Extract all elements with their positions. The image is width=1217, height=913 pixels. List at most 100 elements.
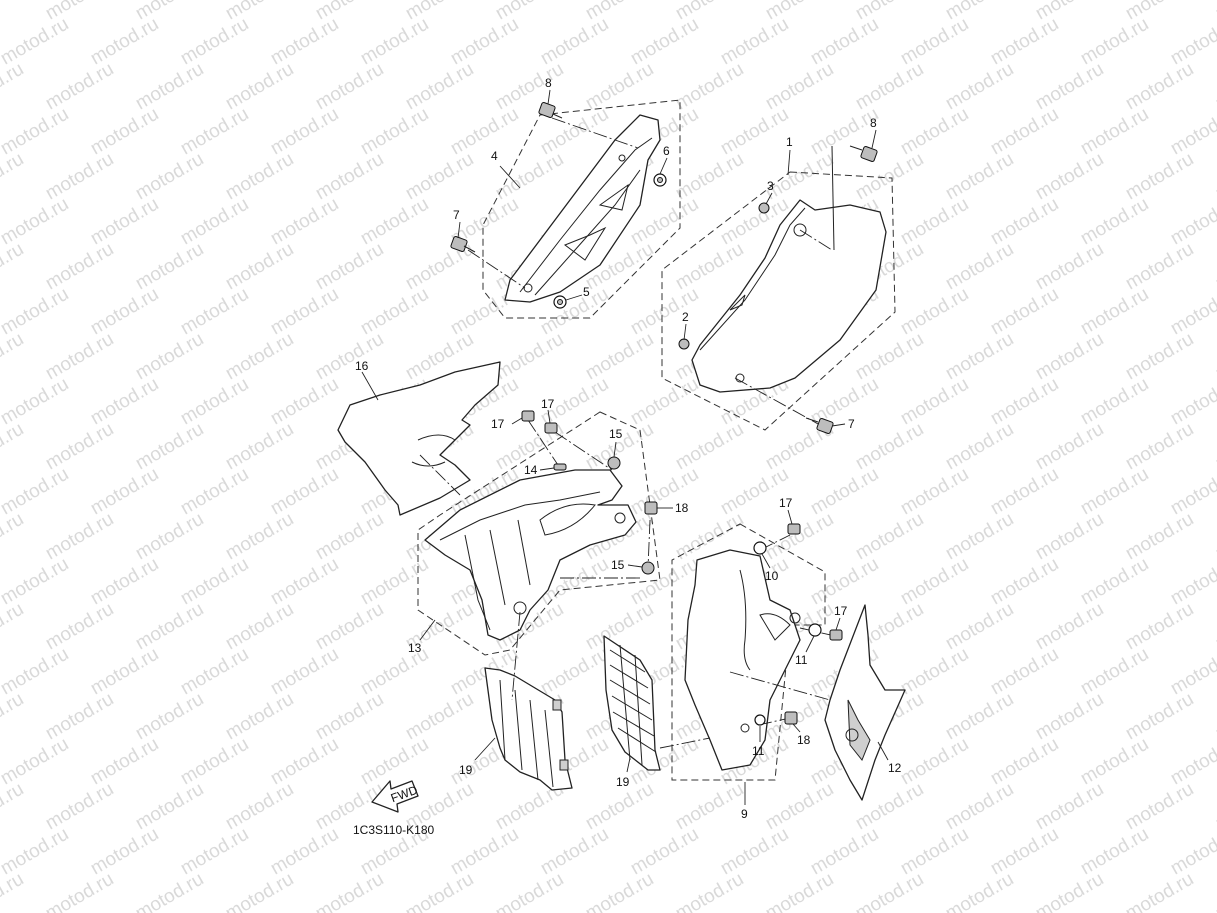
watermark-text: motod.ru [267, 374, 342, 430]
part-9-lower-panel[interactable] [671, 523, 826, 781]
watermark-text: motod.ru [312, 689, 387, 745]
fasteners [450, 102, 878, 726]
bolt-7-right-icon [805, 417, 834, 434]
callout-16[interactable]: 16 [355, 359, 369, 373]
watermark-text: motod.ru [942, 599, 1017, 655]
callout-18-b[interactable]: 18 [797, 733, 811, 747]
part-4-upper-scoop[interactable] [482, 99, 681, 319]
watermark-text: motod.ru [1032, 59, 1107, 115]
callout-11-a[interactable]: 11 [795, 653, 808, 667]
watermark-text: motod.ru [1032, 689, 1107, 745]
watermark-text: motod.ru [177, 644, 252, 700]
watermark-text: motod.ru [942, 329, 1017, 385]
watermark-text: motod.ru [1032, 779, 1107, 835]
callout-17-b[interactable]: 17 [541, 397, 555, 411]
watermark-text: motod.ru [267, 284, 342, 340]
callout-2[interactable]: 2 [682, 310, 689, 324]
callout-15-a[interactable]: 15 [609, 427, 623, 441]
watermark-text: motod.ru [1212, 509, 1217, 565]
watermark-text: motod.ru [1167, 14, 1217, 70]
watermark-text: motod.ru [897, 644, 972, 700]
callout-5[interactable]: 5 [583, 285, 590, 299]
watermark-text: motod.ru [0, 59, 27, 115]
callout-17-c[interactable]: 17 [779, 496, 793, 510]
watermark-text: motod.ru [1212, 419, 1217, 475]
callout-3[interactable]: 3 [767, 179, 774, 193]
watermark-text: motod.ru [267, 644, 342, 700]
callout-6[interactable]: 6 [663, 144, 670, 158]
bolt-18-a-icon [644, 501, 658, 515]
watermark-text: motod.ru [402, 59, 477, 115]
callout-19-right[interactable]: 19 [616, 775, 630, 789]
part-1-group-outline [661, 171, 896, 431]
watermark-text: motod.ru [267, 734, 342, 790]
bolt-17-d-icon [829, 629, 843, 641]
watermark-text: motod.ru [0, 284, 72, 340]
watermark-text: motod.ru [222, 869, 297, 913]
callout-7-right[interactable]: 7 [848, 417, 855, 431]
watermark-text: motod.ru [1032, 599, 1107, 655]
watermark-text: motod.ru [1167, 554, 1217, 610]
watermark-text: motod.ru [0, 329, 27, 385]
callout-17-d[interactable]: 17 [834, 604, 848, 618]
callout-11-b[interactable]: 11 [752, 744, 765, 758]
callout-18-a[interactable]: 18 [675, 501, 689, 515]
watermark-text: motod.ru [1167, 464, 1217, 520]
watermark-text: motod.ru [1077, 824, 1152, 880]
callout-10[interactable]: 10 [765, 569, 779, 583]
watermark-text: motod.ru [627, 284, 702, 340]
watermark-text: motod.ru [357, 14, 432, 70]
bolt-7-left-icon [450, 236, 476, 253]
watermark-text: motod.ru [852, 419, 927, 475]
watermark-text: motod.ru [222, 149, 297, 205]
callout-19-left[interactable]: 19 [459, 763, 473, 777]
watermark-text: motod.ru [582, 329, 657, 385]
part-19-right-grille[interactable] [603, 635, 661, 771]
callout-7-left[interactable]: 7 [453, 208, 460, 222]
watermark-text: motod.ru [1077, 14, 1152, 70]
watermark-text: motod.ru [762, 509, 837, 565]
part-1-side-cover[interactable] [661, 145, 896, 431]
callout-9[interactable]: 9 [741, 807, 748, 821]
watermark-text: motod.ru [1032, 869, 1107, 913]
callout-4[interactable]: 4 [491, 149, 498, 163]
watermark-text: motod.ru [1032, 509, 1107, 565]
watermark-text: motod.ru [267, 104, 342, 160]
watermark-text: motod.ru [1077, 374, 1152, 430]
callout-1[interactable]: 1 [786, 135, 793, 149]
callout-13[interactable]: 13 [408, 641, 422, 655]
watermark-text: motod.ru [1077, 554, 1152, 610]
collar-11-b-icon [754, 714, 766, 726]
watermark-text: motod.ru [807, 824, 882, 880]
callout-8-right[interactable]: 8 [870, 116, 877, 130]
diagram-code: 1C3S110-K180 [353, 823, 434, 837]
watermark-text: motod.ru [357, 734, 432, 790]
watermark-text: motod.ru [177, 104, 252, 160]
watermark-text: motod.ru [897, 554, 972, 610]
callout-8-left[interactable]: 8 [545, 76, 552, 90]
watermark-text: motod.ru [132, 689, 207, 745]
part-16-graphic-decal[interactable] [337, 361, 501, 516]
watermark-text: motod.ru [1212, 779, 1217, 835]
callout-15-b[interactable]: 15 [611, 558, 625, 572]
bolt-17-a-icon [521, 410, 535, 422]
watermark-text: motod.ru [537, 824, 612, 880]
watermark-text: motod.ru [1122, 329, 1197, 385]
watermark-text: motod.ru [987, 194, 1062, 250]
watermark-text: motod.ru [0, 419, 27, 475]
callout-17-a[interactable]: 17 [491, 417, 505, 431]
watermark-text: motod.ru [357, 554, 432, 610]
watermark-text: motod.ru [627, 554, 702, 610]
watermark-text: motod.ru [357, 104, 432, 160]
watermark-text: motod.ru [1212, 689, 1217, 745]
watermark-text: motod.ru [312, 329, 387, 385]
part-19-left-louver[interactable] [484, 667, 573, 791]
watermark-text: motod.ru [897, 464, 972, 520]
part-13-radiator-shroud[interactable] [417, 411, 661, 656]
watermark-text: motod.ru [627, 464, 702, 520]
callout-14[interactable]: 14 [524, 463, 538, 477]
part-12-lower-decal[interactable] [824, 604, 906, 801]
callout-12[interactable]: 12 [888, 761, 902, 775]
part-1-shape [691, 199, 887, 393]
